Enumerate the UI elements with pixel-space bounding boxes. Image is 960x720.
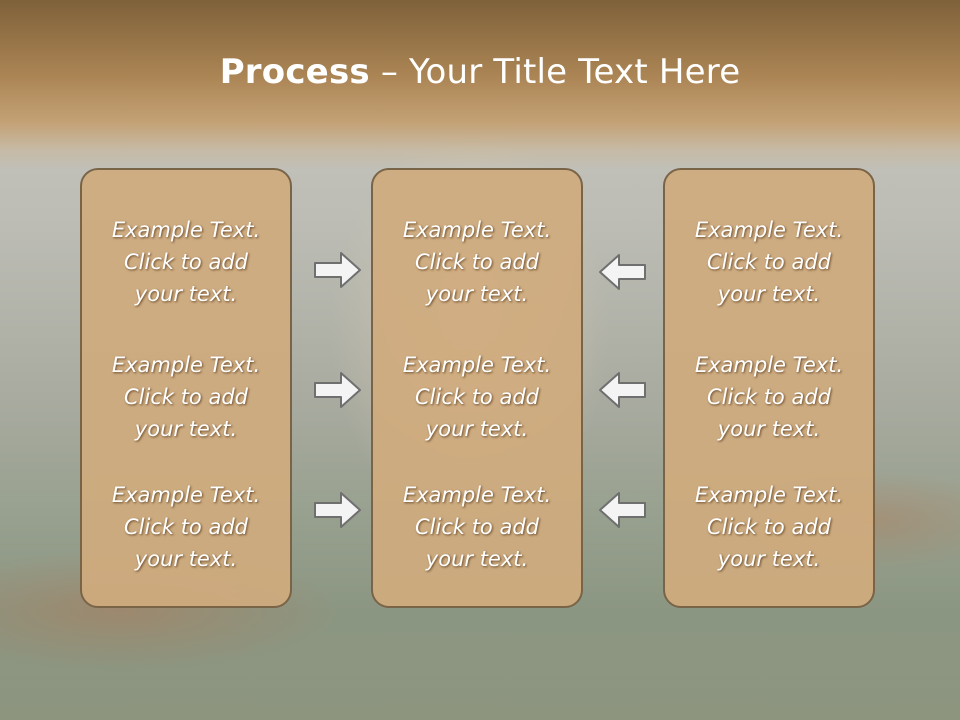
box-right-text-2[interactable]: Example Text. Click to add your text. <box>694 353 844 441</box>
process-box-right[interactable]: Example Text. Click to add your text. Ex… <box>663 168 875 608</box>
arrow-left-icon <box>599 372 646 408</box>
process-box-left[interactable]: Example Text. Click to add your text. Ex… <box>80 168 292 608</box>
slide-title[interactable]: Process – Your Title Text Here <box>0 52 960 92</box>
box-center-text-2[interactable]: Example Text. Click to add your text. <box>402 353 552 441</box>
box-right-text-3[interactable]: Example Text. Click to add your text. <box>694 483 844 571</box>
box-left-text-1[interactable]: Example Text. Click to add your text. <box>111 218 261 306</box>
arrow-right-icon <box>314 492 361 528</box>
arrow-right-icon <box>314 252 361 288</box>
process-box-center[interactable]: Example Text. Click to add your text. Ex… <box>371 168 583 608</box>
title-band <box>0 0 960 170</box>
title-rest: – Your Title Text Here <box>369 52 741 92</box>
arrow-left-icon <box>599 492 646 528</box>
title-bold: Process <box>219 52 370 92</box>
box-center-text-1[interactable]: Example Text. Click to add your text. <box>402 218 552 306</box>
box-center-text-3[interactable]: Example Text. Click to add your text. <box>402 483 552 571</box>
box-left-text-3[interactable]: Example Text. Click to add your text. <box>111 483 261 571</box>
arrow-left-icon <box>599 254 646 290</box>
box-right-text-1[interactable]: Example Text. Click to add your text. <box>694 218 844 306</box>
box-left-text-2[interactable]: Example Text. Click to add your text. <box>111 353 261 441</box>
arrow-right-icon <box>314 372 361 408</box>
